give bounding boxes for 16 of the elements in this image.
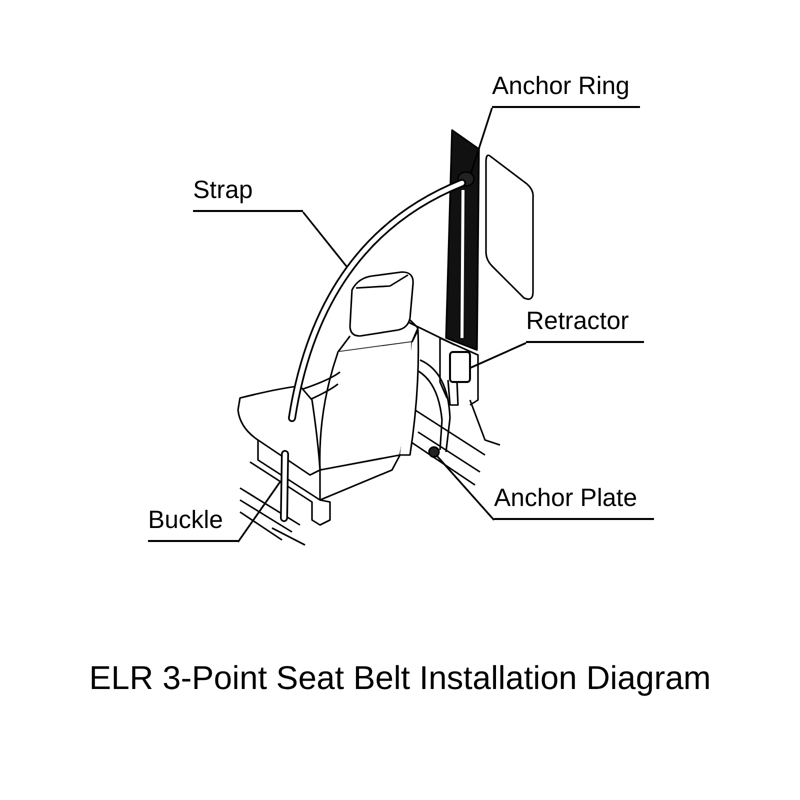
callout-label: Retractor (526, 301, 644, 343)
diagram-title: ELR 3-Point Seat Belt Installation Diagram (88, 658, 712, 698)
belt-strap (280, 450, 289, 522)
callout-label: Strap (193, 170, 303, 212)
leader-line (436, 455, 495, 521)
callout-label: Anchor Ring (492, 66, 640, 108)
leader-line (237, 481, 281, 543)
anchor-point (428, 446, 440, 458)
leader-line (302, 211, 348, 268)
callout-label: Buckle (148, 500, 238, 542)
leader-line (470, 342, 526, 369)
belt-strap (288, 179, 466, 422)
retractor-unit (449, 351, 471, 383)
callout-label: Anchor Plate (494, 478, 654, 520)
leader-line (470, 108, 493, 174)
anchor-point (457, 171, 475, 187)
